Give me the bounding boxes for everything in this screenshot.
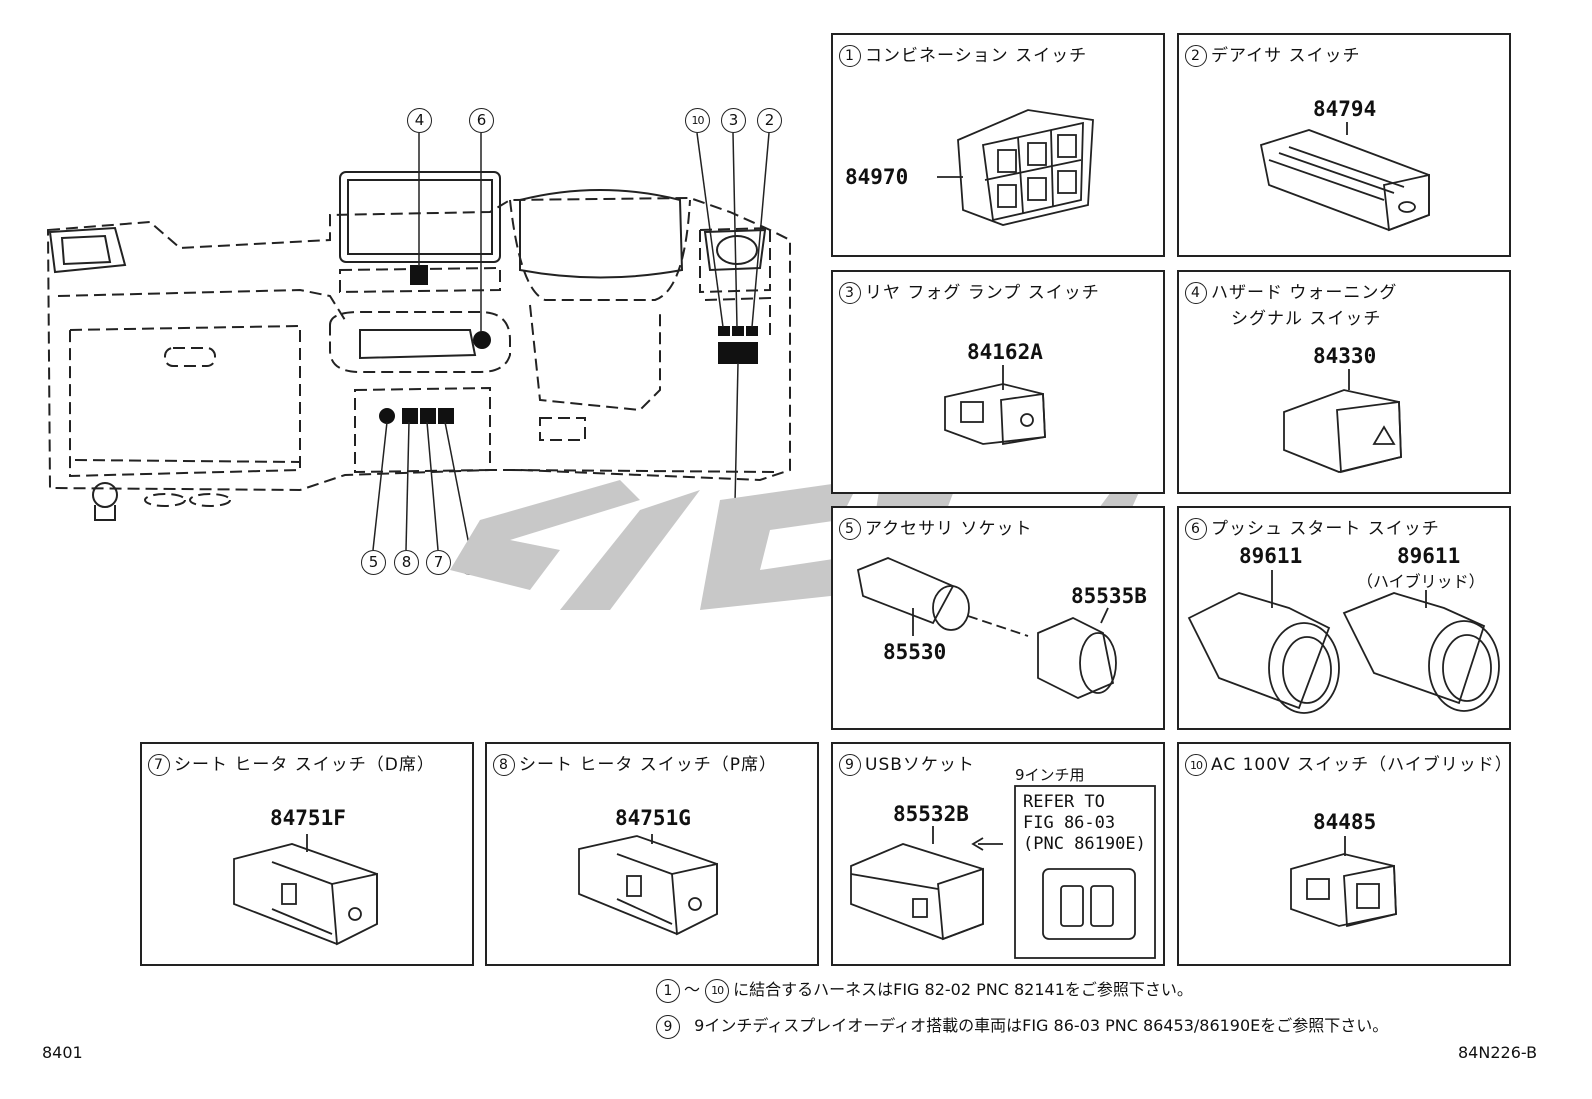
rear-fog-switch-illustration — [944, 365, 1046, 446]
reference-note: REFER TO FIG 86-03 (PNC 86190E) — [1023, 792, 1146, 854]
hybrid-label: （ハイブリッド） — [1357, 572, 1485, 591]
callout-10: 10 — [685, 108, 710, 133]
note-display-audio: 9 9インチディスプレイオーディオ搭載の車両はFIG 86-03 PNC 864… — [656, 1012, 1388, 1039]
seat-heater-d-illustration — [233, 834, 378, 946]
callout-3: 3 — [721, 108, 746, 133]
part-number: 84751F — [270, 806, 346, 830]
callout-2: 2 — [757, 108, 782, 133]
part-number: 85532B — [893, 802, 969, 826]
deicer-switch-illustration — [1259, 122, 1430, 232]
seat-heater-p-illustration — [578, 834, 718, 936]
combination-switch-illustration — [937, 109, 1094, 226]
accessory-socket-illustration — [856, 557, 1117, 699]
callout-6: 6 — [469, 108, 494, 133]
part-number: 85530 — [883, 640, 947, 664]
part-number: 84162A — [967, 340, 1043, 364]
callout-7: 7 — [426, 550, 451, 575]
callout-4: 4 — [407, 108, 432, 133]
callout-5: 5 — [361, 550, 386, 575]
callout-8: 8 — [394, 550, 419, 575]
part-number-hybrid: 89611 — [1397, 544, 1461, 568]
part-number: 84751G — [615, 806, 691, 830]
part-number: 84485 — [1313, 810, 1377, 834]
ac100v-switch-illustration — [1290, 836, 1397, 928]
part-number: 89611 — [1239, 544, 1303, 568]
footer-figure-id: 84N226-B — [1458, 1043, 1538, 1062]
part-number: 84330 — [1313, 344, 1377, 368]
nine-inch-label: 9インチ用 — [1015, 766, 1085, 784]
part-number: 84794 — [1313, 97, 1377, 121]
usb-socket-illustration — [850, 785, 1156, 959]
part-number: 84970 — [845, 165, 909, 189]
footer-page-code: 8401 — [42, 1043, 83, 1062]
panel-title-line2: シグナル スイッチ — [1231, 309, 1382, 329]
part-number: 85535B — [1071, 584, 1147, 608]
push-start-switch-illustration — [1187, 570, 1500, 714]
hazard-switch-illustration — [1283, 369, 1402, 474]
